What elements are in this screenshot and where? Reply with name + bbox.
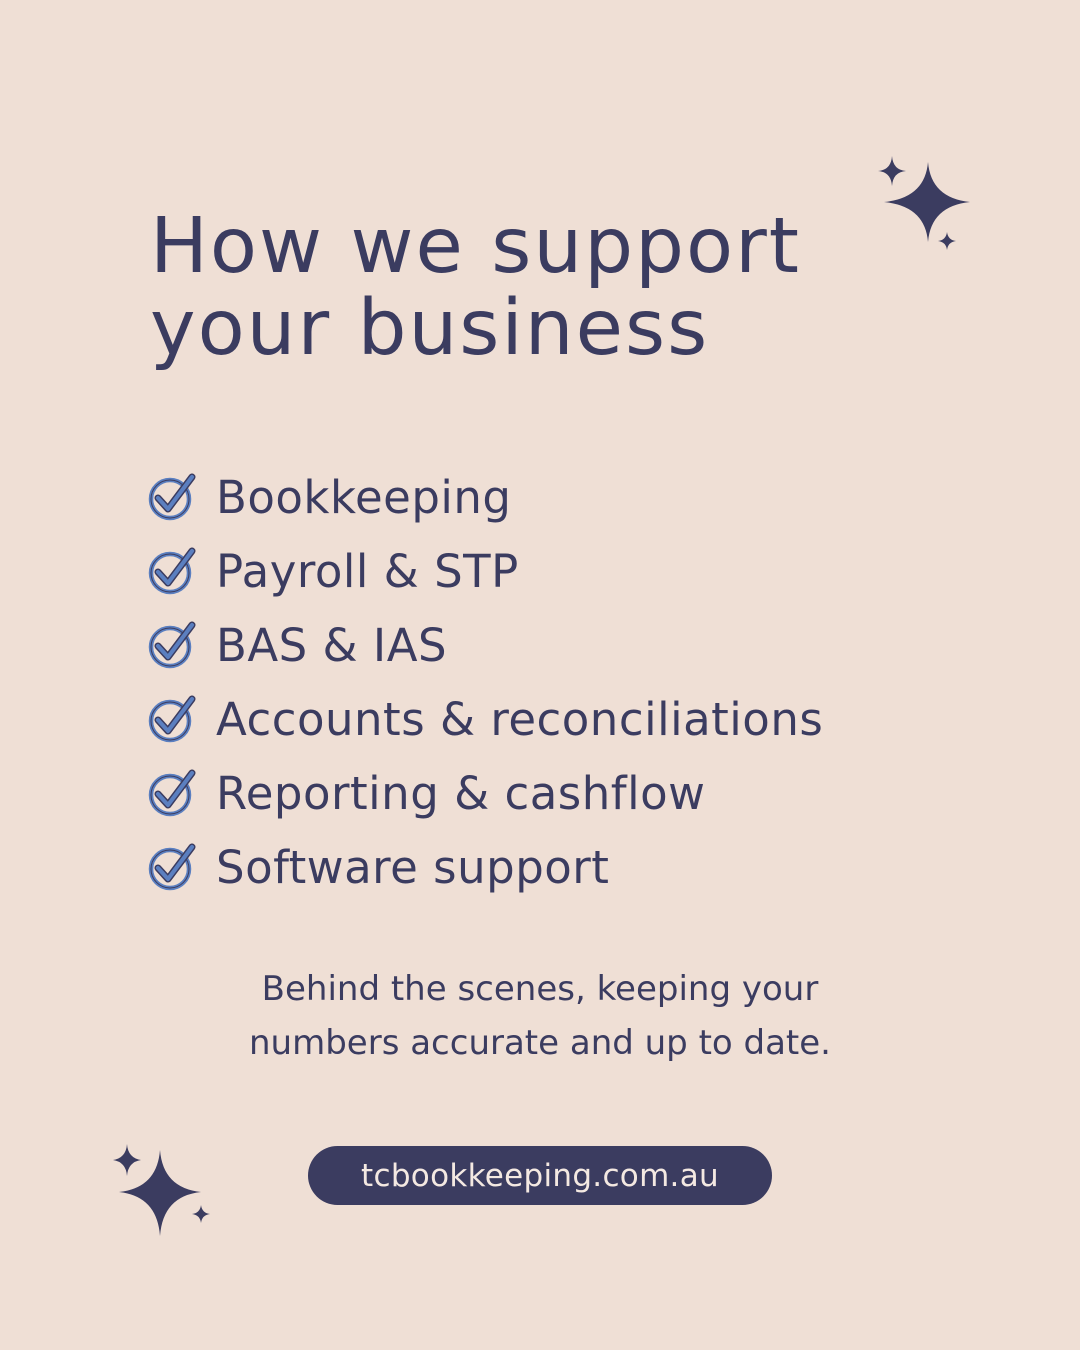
services-list: Bookkeeping Payroll & STP BAS & IAS Acco… — [148, 460, 823, 904]
page-title: How we support your business — [150, 206, 801, 370]
service-item: Reporting & cashflow — [148, 756, 823, 830]
service-item: Payroll & STP — [148, 534, 823, 608]
tagline: Behind the scenes, keeping your numbers … — [0, 962, 1080, 1070]
title-line-1: How we support — [150, 202, 801, 291]
check-circle-icon — [148, 473, 196, 521]
service-label: Reporting & cashflow — [216, 766, 706, 820]
tagline-line-2: numbers accurate and up to date. — [249, 1023, 831, 1063]
tagline-line-1: Behind the scenes, keeping your — [261, 969, 819, 1009]
check-circle-icon — [148, 547, 196, 595]
service-item: Software support — [148, 830, 823, 904]
check-circle-icon — [148, 621, 196, 669]
service-label: Software support — [216, 840, 610, 894]
website-link[interactable]: tcbookkeeping.com.au — [308, 1146, 772, 1205]
service-label: Bookkeeping — [216, 470, 512, 524]
service-item: Accounts & reconciliations — [148, 682, 823, 756]
sparkle-icon — [878, 156, 970, 250]
sparkle-icon — [113, 1144, 210, 1236]
title-line-2: your business — [150, 284, 710, 373]
check-circle-icon — [148, 843, 196, 891]
service-label: Accounts & reconciliations — [216, 692, 824, 746]
check-circle-icon — [148, 695, 196, 743]
service-label: Payroll & STP — [216, 544, 519, 598]
check-circle-icon — [148, 769, 196, 817]
service-item: Bookkeeping — [148, 460, 823, 534]
service-label: BAS & IAS — [216, 618, 448, 672]
service-item: BAS & IAS — [148, 608, 823, 682]
